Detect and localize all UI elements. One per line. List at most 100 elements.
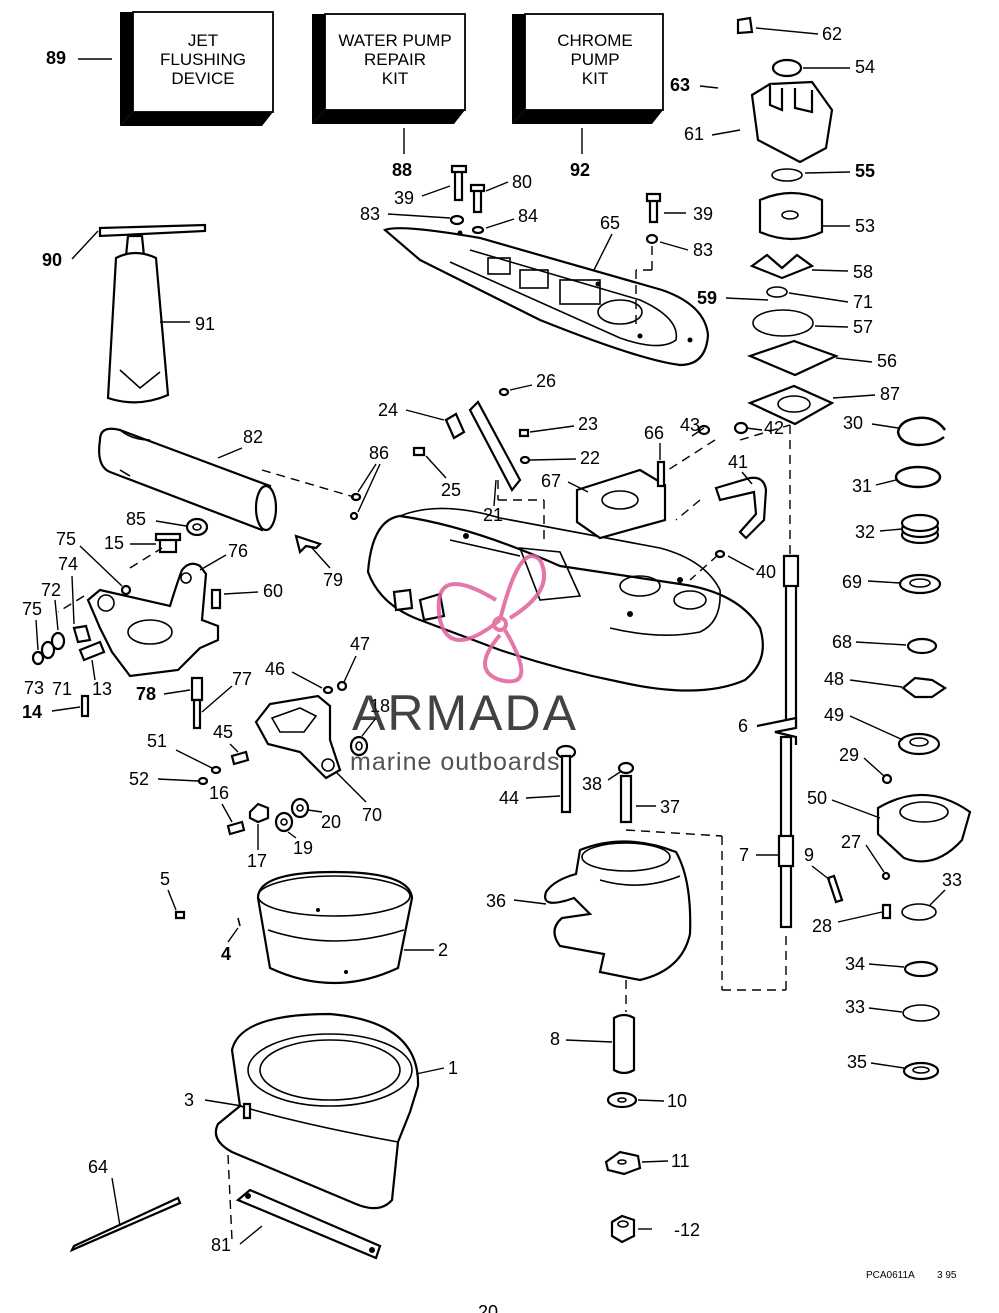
callout-3: 3 (184, 1090, 194, 1110)
callout-47: 47 (350, 634, 370, 654)
callout-16: 16 (209, 783, 229, 803)
callout-52: 52 (129, 769, 149, 789)
callout-35: 35 (847, 1052, 867, 1072)
callout-5: 5 (160, 869, 170, 889)
callout-34: 34 (845, 954, 865, 974)
callout-10: 10 (667, 1091, 687, 1111)
callout-21: 21 (483, 505, 503, 525)
callout-26: 26 (536, 371, 556, 391)
callout-58: 58 (853, 262, 873, 282)
callout-81: 81 (211, 1235, 231, 1255)
callout-15: 15 (104, 533, 124, 553)
callout-72: 72 (41, 580, 61, 600)
impeller (544, 744, 692, 982)
kit-label-line2: REPAIR (364, 50, 426, 69)
callout-87: 87 (880, 384, 900, 404)
driveshaft (756, 554, 800, 929)
callout-19: 19 (293, 838, 313, 858)
callout-8: 8 (550, 1029, 560, 1049)
callout-65: 65 (600, 213, 620, 233)
callout-70: 70 (362, 805, 382, 825)
callout-62: 62 (822, 24, 842, 44)
callout-89: 89 (46, 48, 66, 68)
armada-watermark: ARMADA marine outboards (350, 554, 576, 776)
callout-69: 69 (842, 572, 862, 592)
watermark-tagline: marine outboards (350, 748, 561, 776)
callout-39: 39 (394, 188, 414, 208)
callout-45: 45 (213, 722, 233, 742)
kit-label-line3: DEVICE (171, 69, 234, 88)
callout-55: 55 (855, 161, 875, 181)
figure-date: 3 95 (937, 1270, 957, 1281)
callout-76: 76 (228, 541, 248, 561)
callout-12: -12 (674, 1220, 700, 1240)
callout-22: 22 (580, 448, 600, 468)
callout-91: 91 (195, 314, 215, 334)
callout-20: 20 (321, 812, 341, 832)
callout-7: 7 (739, 845, 749, 865)
callout-39: 39 (693, 204, 713, 224)
callout-85: 85 (126, 509, 146, 529)
callout-48: 48 (824, 669, 844, 689)
callout-78: 78 (136, 684, 156, 704)
page-number: 20 (478, 1302, 498, 1313)
callout-88: 88 (392, 160, 412, 180)
callout-18: 18 (370, 696, 390, 716)
callout-64: 64 (88, 1157, 108, 1177)
propeller-logo-icon (436, 554, 547, 684)
callout-32: 32 (855, 522, 875, 542)
callout-60: 60 (263, 581, 283, 601)
lever-plate (197, 680, 369, 836)
callout-83: 83 (693, 240, 713, 260)
callout-41: 41 (728, 452, 748, 472)
callout-59: 59 (697, 288, 717, 308)
callout-2: 2 (438, 940, 448, 960)
callout-14: 14 (22, 702, 42, 722)
adapter-plate (382, 164, 710, 367)
callout-92: 92 (570, 160, 590, 180)
kit-label-line1: CHROME (557, 31, 633, 50)
kit-box-chrome-pump: CHROME PUMP KIT (512, 13, 664, 124)
callout-71: 71 (52, 679, 72, 699)
callout-37: 37 (660, 797, 680, 817)
callout-25: 25 (441, 480, 461, 500)
kit-label-line3: KIT (582, 69, 608, 88)
callout-17: 17 (247, 851, 267, 871)
callout-6: 6 (738, 716, 748, 736)
jet-housing (349, 387, 768, 692)
callout-73: 73 (24, 678, 44, 698)
callout-86: 86 (369, 443, 389, 463)
callout-38: 38 (582, 774, 602, 794)
callout-30: 30 (843, 413, 863, 433)
callout-56: 56 (877, 351, 897, 371)
steering-bracket (31, 517, 323, 730)
intake-housing (69, 1012, 420, 1260)
callout-24: 24 (378, 400, 398, 420)
kit-box-water-pump: WATER PUMP REPAIR KIT (312, 13, 466, 124)
callout-23: 23 (578, 414, 598, 434)
callout-1: 1 (448, 1058, 458, 1078)
callout-71: 71 (853, 292, 873, 312)
callout-84: 84 (518, 206, 538, 226)
figure-code: PCA0611A (866, 1270, 915, 1281)
callout-9: 9 (804, 845, 814, 865)
callout-27: 27 (841, 832, 861, 852)
callout-61: 61 (684, 124, 704, 144)
intake-grate (98, 427, 278, 532)
callout-82: 82 (243, 427, 263, 447)
callout-74: 74 (58, 554, 78, 574)
callout-42: 42 (764, 418, 784, 438)
callout-67: 67 (541, 471, 561, 491)
flushing-device (98, 223, 207, 404)
callout-29: 29 (839, 745, 859, 765)
driveshaft-seals (826, 416, 972, 1081)
callout-31: 31 (852, 476, 872, 496)
callout-53: 53 (855, 216, 875, 236)
callout-51: 51 (147, 731, 167, 751)
shaft-hardware (604, 1013, 642, 1244)
callout-33: 33 (845, 997, 865, 1017)
callout-11: 11 (671, 1151, 690, 1171)
kit-label-line3: KIT (382, 69, 408, 88)
callout-28: 28 (812, 916, 832, 936)
